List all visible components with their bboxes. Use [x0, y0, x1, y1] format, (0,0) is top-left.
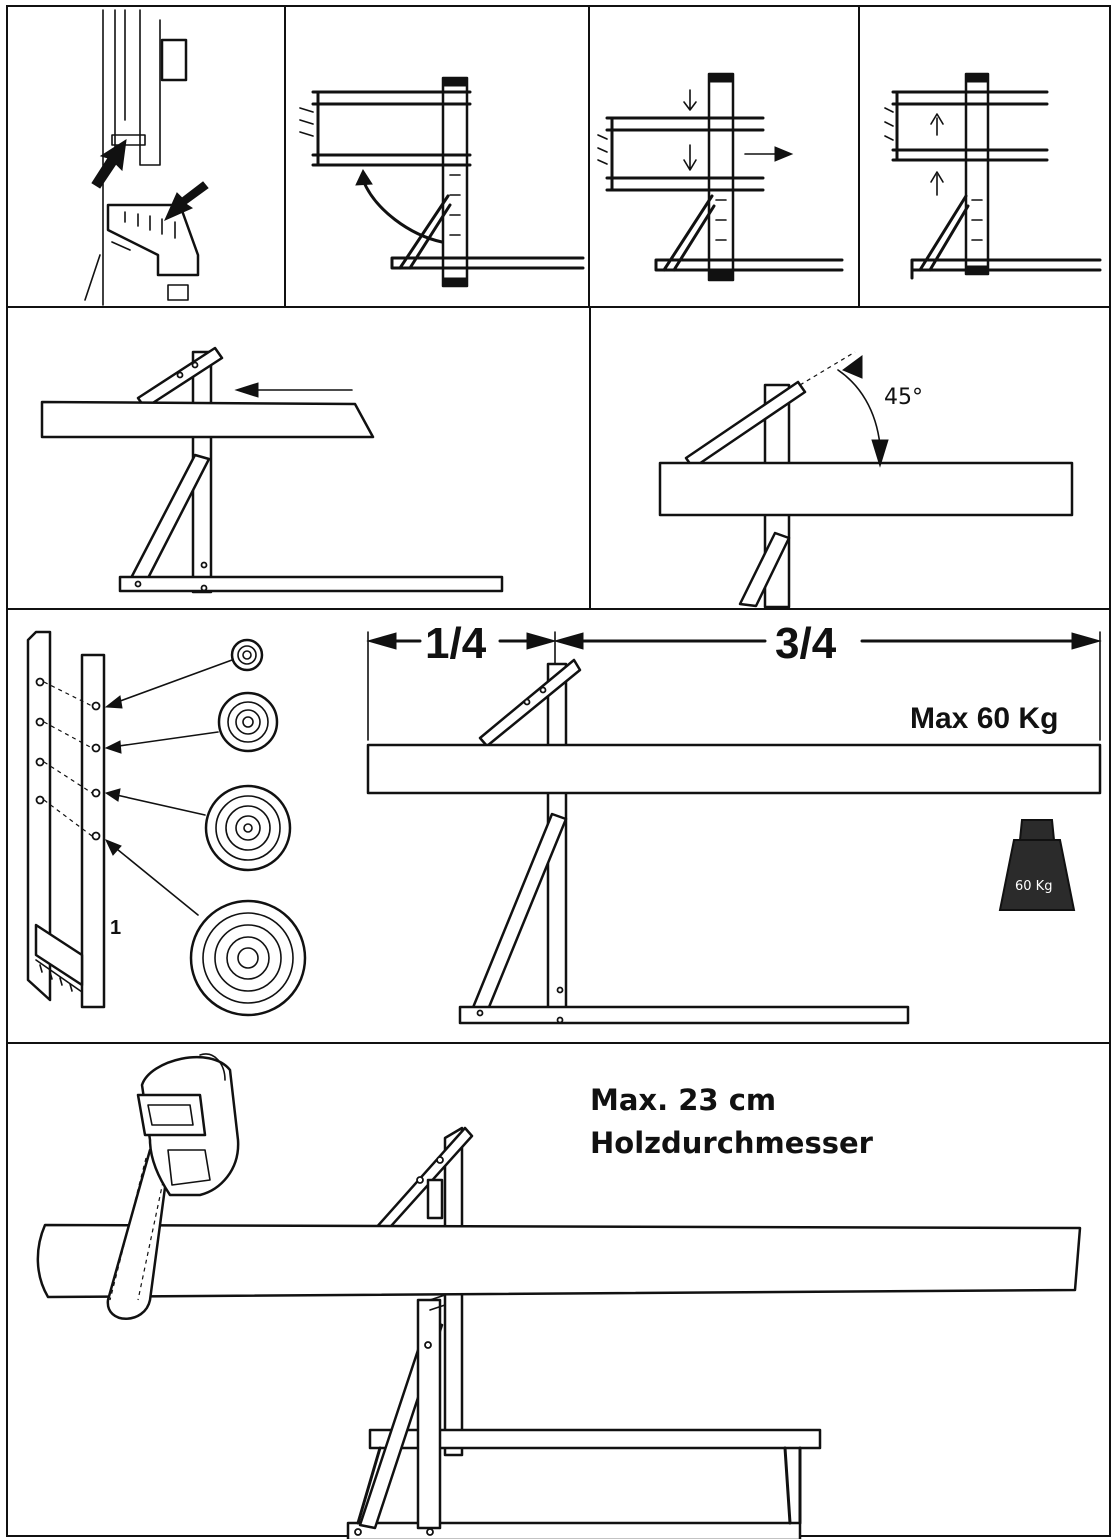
ratio-quarter-label: 1/4 — [425, 619, 487, 668]
max-load-label: Max 60 Kg — [910, 702, 1058, 735]
log-icon — [230, 638, 264, 672]
log-icon — [204, 784, 292, 872]
log-icon — [189, 899, 307, 1017]
step5-insert-log — [40, 346, 504, 594]
step4-lock-bracket — [884, 72, 1102, 280]
step8-cutting: Max. 23 cm Holzdurchmesser — [36, 1053, 1082, 1539]
log-icon — [366, 743, 1102, 795]
step1-insert-clip — [84, 9, 209, 306]
arrow-icon — [234, 382, 353, 398]
step7-load-distribution: 1/4 3/4 Max 60 Kg 60 Kg — [366, 619, 1102, 1025]
bracket-number: 1 — [110, 917, 121, 939]
log-icon — [36, 1223, 1082, 1299]
arrow-icon — [164, 181, 209, 221]
step3-slide-bracket — [597, 72, 844, 282]
weight-label: 60 Kg — [1015, 879, 1052, 894]
arrow-icon — [91, 138, 127, 189]
log-icon — [217, 691, 279, 753]
caption-line2: Holzdurchmesser — [590, 1126, 874, 1160]
angle-label: 45° — [884, 385, 923, 410]
step6-clamp-angle: 45° — [658, 351, 1074, 609]
log-icon — [40, 400, 375, 439]
step7-height-settings: 1 — [26, 630, 307, 1017]
weight-icon: 60 Kg — [998, 819, 1076, 911]
caption-line1: Max. 23 cm — [590, 1083, 776, 1117]
log-icon — [658, 461, 1074, 517]
chainsaw-icon — [106, 1053, 240, 1320]
ratio-three-quarter-label: 3/4 — [775, 619, 837, 668]
step2-fold-bracket — [299, 76, 585, 288]
